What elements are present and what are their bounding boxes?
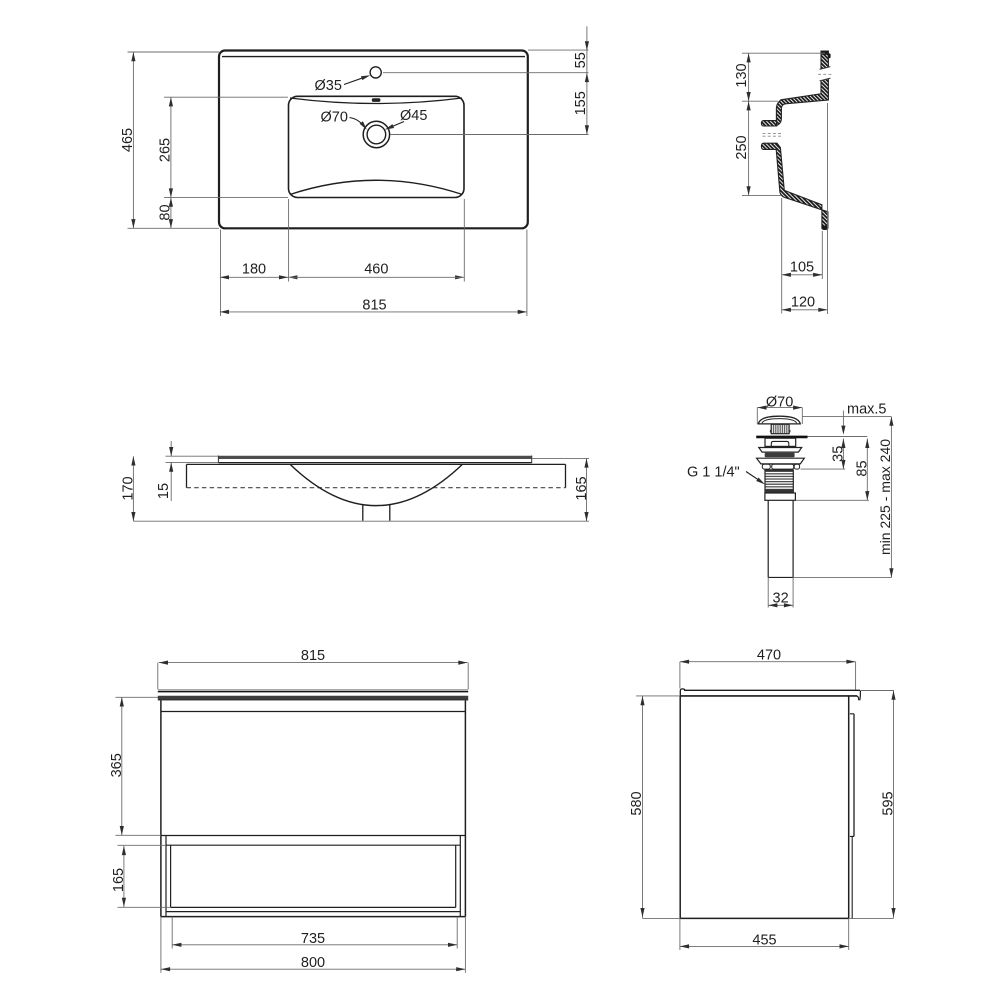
svg-text:180: 180 [242,262,266,278]
svg-text:max.5: max.5 [847,402,887,418]
svg-text:15: 15 [156,483,172,499]
svg-text:365: 365 [109,753,125,777]
svg-text:465: 465 [120,128,136,152]
svg-text:250: 250 [734,135,750,159]
svg-text:580: 580 [629,791,645,815]
svg-text:165: 165 [574,476,590,500]
svg-text:min 225 - max 240: min 225 - max 240 [877,439,893,555]
svg-text:455: 455 [752,932,776,948]
svg-text:Ø70: Ø70 [321,110,348,126]
svg-text:800: 800 [301,955,325,971]
svg-text:120: 120 [791,295,815,311]
svg-text:170: 170 [121,476,137,500]
svg-text:55: 55 [573,52,589,68]
svg-text:595: 595 [881,791,897,815]
svg-text:Ø35: Ø35 [315,78,342,94]
svg-text:105: 105 [790,260,814,276]
svg-text:Ø45: Ø45 [400,108,427,124]
svg-text:265: 265 [158,138,174,162]
svg-text:32: 32 [773,591,789,607]
svg-text:130: 130 [734,63,750,87]
svg-text:460: 460 [364,262,388,278]
svg-text:815: 815 [362,298,386,314]
svg-text:35: 35 [831,446,847,462]
svg-text:470: 470 [757,648,781,664]
svg-text:85: 85 [854,460,870,476]
svg-text:80: 80 [158,204,174,220]
svg-text:815: 815 [301,648,325,664]
svg-text:165: 165 [111,868,127,892]
svg-text:Ø70: Ø70 [766,394,793,410]
svg-text:G 1 1/4": G 1 1/4" [687,464,740,480]
svg-text:735: 735 [301,931,325,947]
svg-text:155: 155 [573,91,589,115]
